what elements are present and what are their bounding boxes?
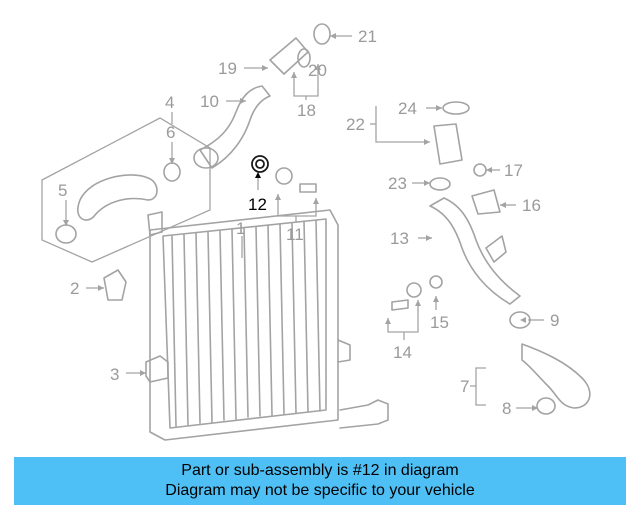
callout-21: 21 xyxy=(358,27,377,46)
grommet-12-part xyxy=(251,155,269,173)
banner-line-1: Part or sub-assembly is #12 in diagram xyxy=(181,462,459,479)
callout-19: 19 xyxy=(218,59,237,78)
grommet-3-part xyxy=(145,355,169,383)
callout-23: 23 xyxy=(388,174,407,193)
callout-20: 20 xyxy=(308,61,327,80)
callout-7: 7 xyxy=(460,377,469,396)
kit-outline xyxy=(41,117,211,263)
bolt-11-part xyxy=(299,183,317,193)
callout-16: 16 xyxy=(522,196,541,215)
pipe-13-part xyxy=(429,197,521,305)
banner-line-2: Diagram may not be specific to your vehi… xyxy=(165,482,475,499)
callout-labels: 1 2 3 4 5 6 7 8 9 10 11 12 13 14 15 16 1… xyxy=(58,27,559,418)
callout-14: 14 xyxy=(393,343,412,362)
bracket-2-part xyxy=(103,269,127,301)
washer-11-part xyxy=(275,167,293,185)
clamp-6-part xyxy=(163,162,181,182)
grommet-15-part xyxy=(429,275,443,289)
callout-12: 12 xyxy=(248,195,267,214)
callout-4: 4 xyxy=(165,93,174,112)
ring-20-part xyxy=(297,48,311,68)
clamp-5-part xyxy=(55,224,77,244)
washer-14-part xyxy=(406,282,422,298)
hose-22-part xyxy=(433,123,463,165)
callout-18: 18 xyxy=(297,101,316,120)
callout-2: 2 xyxy=(70,279,79,298)
leader-arrowheads xyxy=(63,33,538,411)
callout-6: 6 xyxy=(166,123,175,142)
callout-1: 1 xyxy=(236,219,245,238)
callout-11: 11 xyxy=(286,225,304,244)
callout-24: 24 xyxy=(398,99,417,118)
info-banner: Part or sub-assembly is #12 in diagram D… xyxy=(14,457,626,505)
leader-lines xyxy=(65,35,544,409)
bolt-17-part xyxy=(473,163,487,177)
callout-13: 13 xyxy=(390,229,409,248)
hose-10-part xyxy=(199,85,271,169)
hose-7-part xyxy=(521,343,591,409)
pipe-13-bracket xyxy=(485,235,507,263)
hose-5-part xyxy=(77,174,158,221)
clamp-8-part xyxy=(536,397,556,415)
bolt-14-part xyxy=(391,299,409,311)
hose-19-part xyxy=(269,37,309,75)
hose-10-end xyxy=(193,147,219,169)
callout-22: 22 xyxy=(346,115,365,134)
callout-17: 17 xyxy=(504,161,523,180)
callout-15: 15 xyxy=(430,313,449,332)
callout-9: 9 xyxy=(550,311,559,330)
callout-10: 10 xyxy=(200,92,219,111)
intercooler-part xyxy=(147,209,389,441)
ring-21-part xyxy=(313,23,331,45)
clamp-23-part xyxy=(429,177,451,191)
callout-3: 3 xyxy=(110,365,119,384)
parts-diagram: 1 2 3 4 5 6 7 8 9 10 11 12 13 14 15 16 1… xyxy=(41,23,591,441)
callout-5: 5 xyxy=(58,181,67,200)
callout-8: 8 xyxy=(502,399,511,418)
ring-24-part xyxy=(442,101,470,115)
bracket-16-part xyxy=(471,189,501,215)
